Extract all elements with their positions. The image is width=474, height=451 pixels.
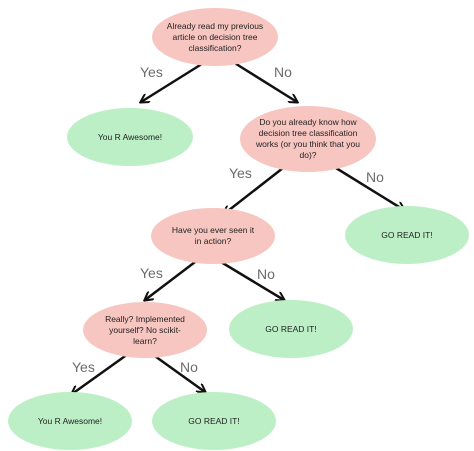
answer-node-read-it-1: GO READ IT! [345,206,469,264]
arrow-q2-no [335,166,404,210]
answer-node-read-it-2: GO READ IT! [229,300,353,358]
edge-label-q2-yes: Yes [229,165,252,181]
answer-node-read-it-3: GO READ IT! [152,392,276,450]
arrow-q3-yes [145,261,196,300]
edge-label-q3-yes: Yes [140,265,163,281]
edge-label-q1-no: No [274,64,292,80]
edge-label-q3-no: No [257,266,275,282]
question-node-read-article: Already read my previous article on deci… [152,8,278,66]
edge-label-q4-yes: Yes [72,359,95,375]
question-node-know-how: Do you already know how decision tree cl… [240,106,376,172]
question-node-implemented: Really? Implemented yourself? No scikit-… [83,302,207,358]
arrow-q1-no [232,60,297,102]
arrow-q1-yes [141,60,206,102]
arrow-q3-no [220,260,284,300]
arrow-q4-yes [72,352,129,394]
edge-label-q4-no: No [180,359,198,375]
answer-node-awesome-2: You R Awesome! [8,392,132,450]
edge-label-q2-no: No [366,169,384,185]
arrow-q4-no [151,352,205,392]
question-node-seen-in-action: Have you ever seen it in action? [151,208,275,264]
answer-node-awesome-1: You R Awesome! [67,108,193,166]
arrow-q2-yes [224,167,284,214]
edge-label-q1-yes: Yes [140,64,163,80]
